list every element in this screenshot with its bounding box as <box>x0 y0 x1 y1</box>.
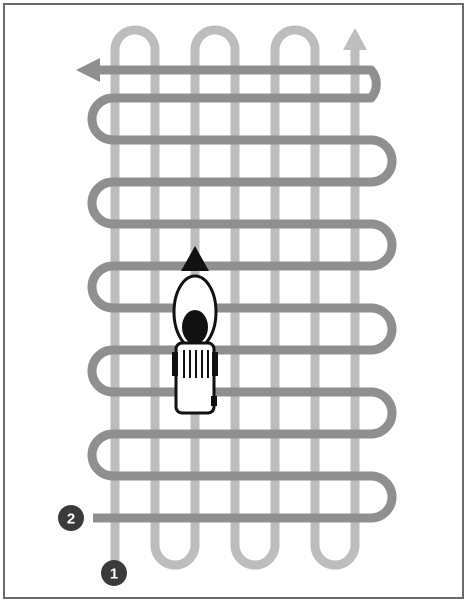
riding-lawn-mower-icon <box>172 276 218 413</box>
start-marker-1-label: 1 <box>110 566 118 583</box>
start-marker-1: 1 <box>101 560 127 586</box>
start-marker-2: 2 <box>58 505 84 531</box>
vertical-pass-path-1 <box>115 30 355 565</box>
start-marker-2-label: 2 <box>67 511 75 528</box>
